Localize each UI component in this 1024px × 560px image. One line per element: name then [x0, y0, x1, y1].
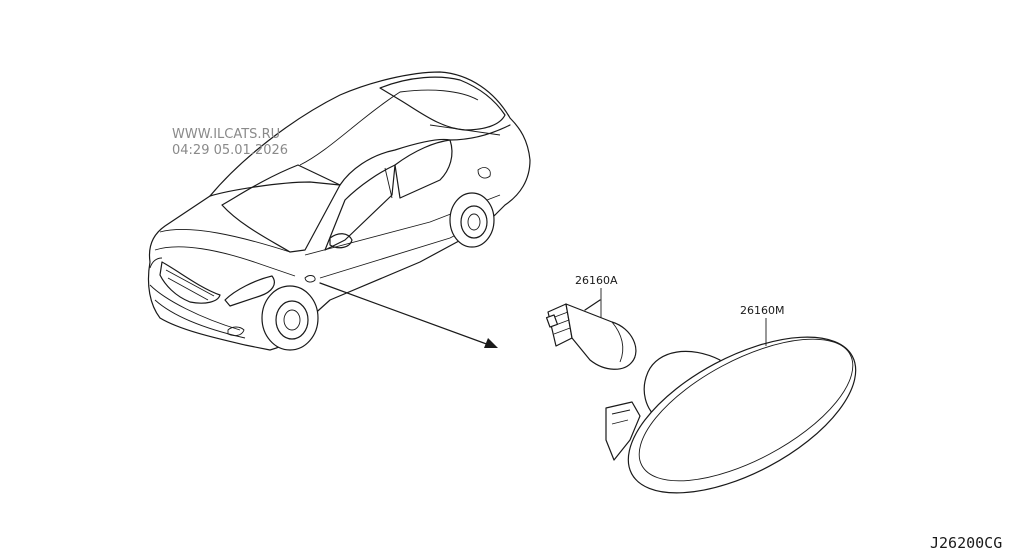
diagram-code: J26200CG	[930, 534, 1003, 552]
arrow-pointer	[319, 282, 498, 348]
bulb-part	[545, 299, 637, 370]
part-label-26160m[interactable]: 26160M	[740, 304, 785, 317]
watermark-site: WWW.ILCATS.RU	[172, 127, 281, 142]
watermark: WWW.ILCATS.RU 04:29 05.01.2026	[172, 127, 288, 159]
part-label-26160a[interactable]: 26160A	[575, 274, 618, 287]
side-lamp-part	[605, 336, 857, 494]
watermark-timestamp: 04:29 05.01.2026	[172, 143, 289, 158]
car-illustration	[147, 71, 531, 351]
